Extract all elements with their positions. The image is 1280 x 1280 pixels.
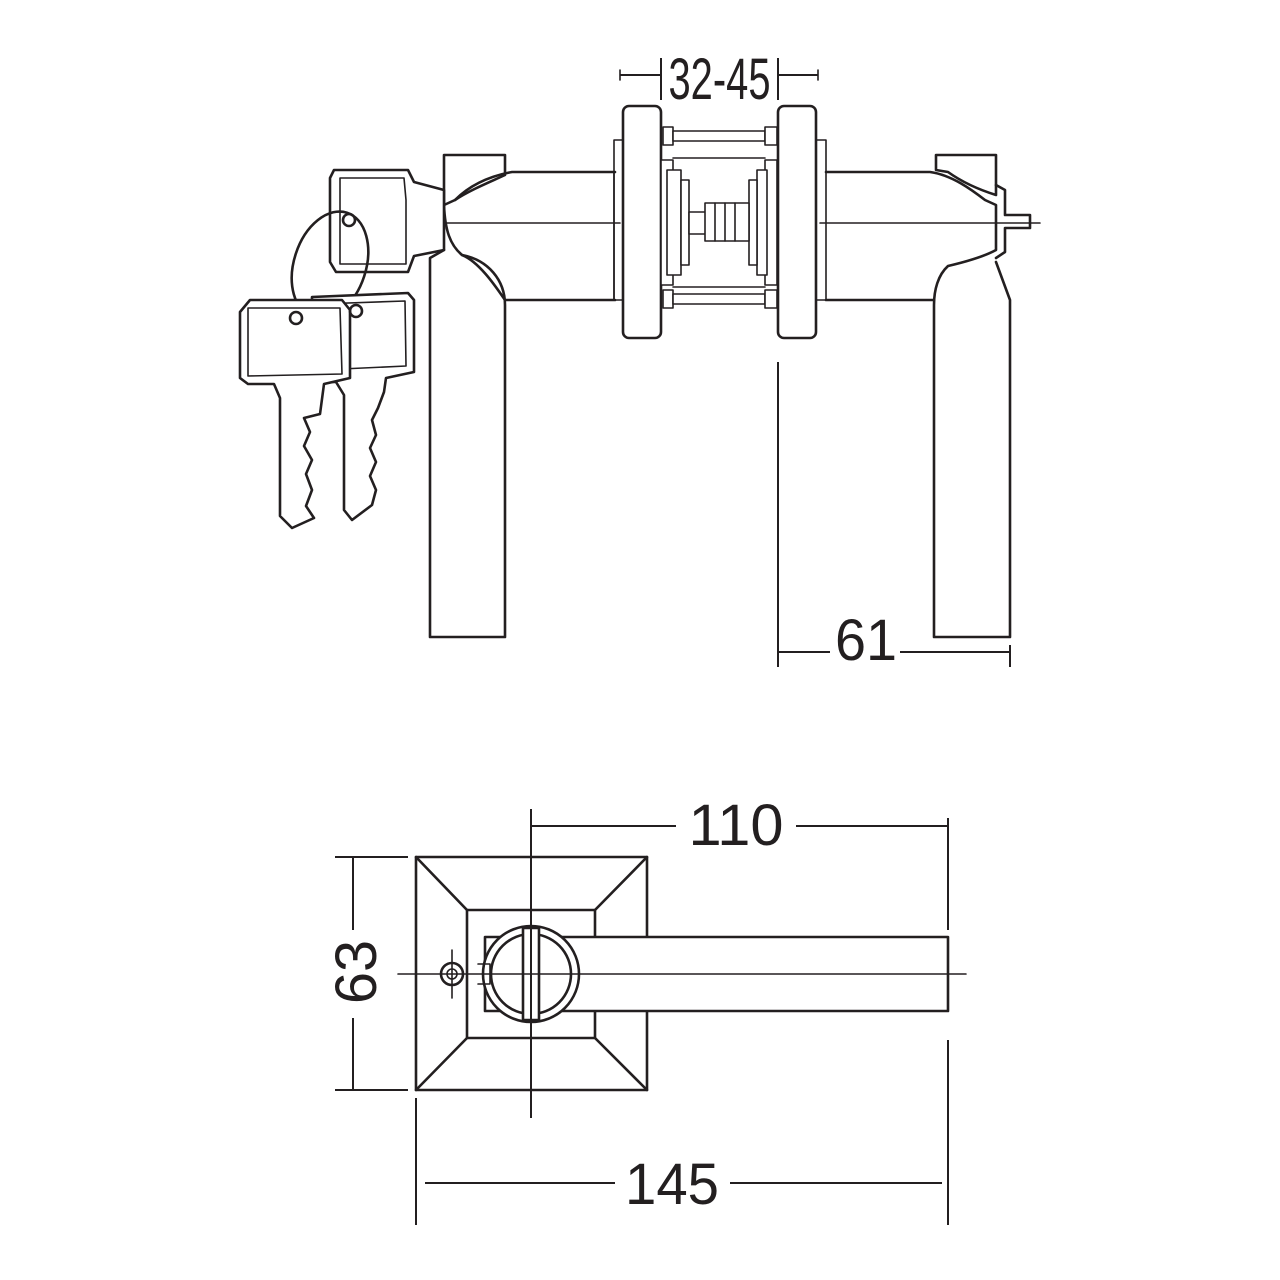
dim-label-lever-projection: 61 (835, 608, 897, 673)
dim-lever-projection: 61 (777, 362, 1011, 673)
right-rose (776, 104, 827, 340)
dim-rose-height: 63 (324, 856, 408, 1091)
left-lever (417, 153, 621, 639)
dim-label-rose-height: 63 (324, 940, 389, 1004)
dim-lever-length: 110 (530, 793, 949, 1225)
dim-overall-length: 145 (415, 1098, 942, 1225)
key-bunch (238, 168, 446, 530)
top-view: 110 63 145 (324, 793, 967, 1225)
right-lever (819, 153, 1041, 639)
side-view: 32-45 61 (238, 47, 1041, 673)
dim-label-lever-length: 110 (689, 793, 784, 858)
mechanism (660, 126, 778, 309)
dim-door-thickness: 32-45 (619, 47, 819, 112)
left-rose (613, 104, 663, 340)
dim-label-overall-length: 145 (625, 1152, 719, 1217)
dim-label-door-thickness: 32-45 (669, 47, 771, 112)
